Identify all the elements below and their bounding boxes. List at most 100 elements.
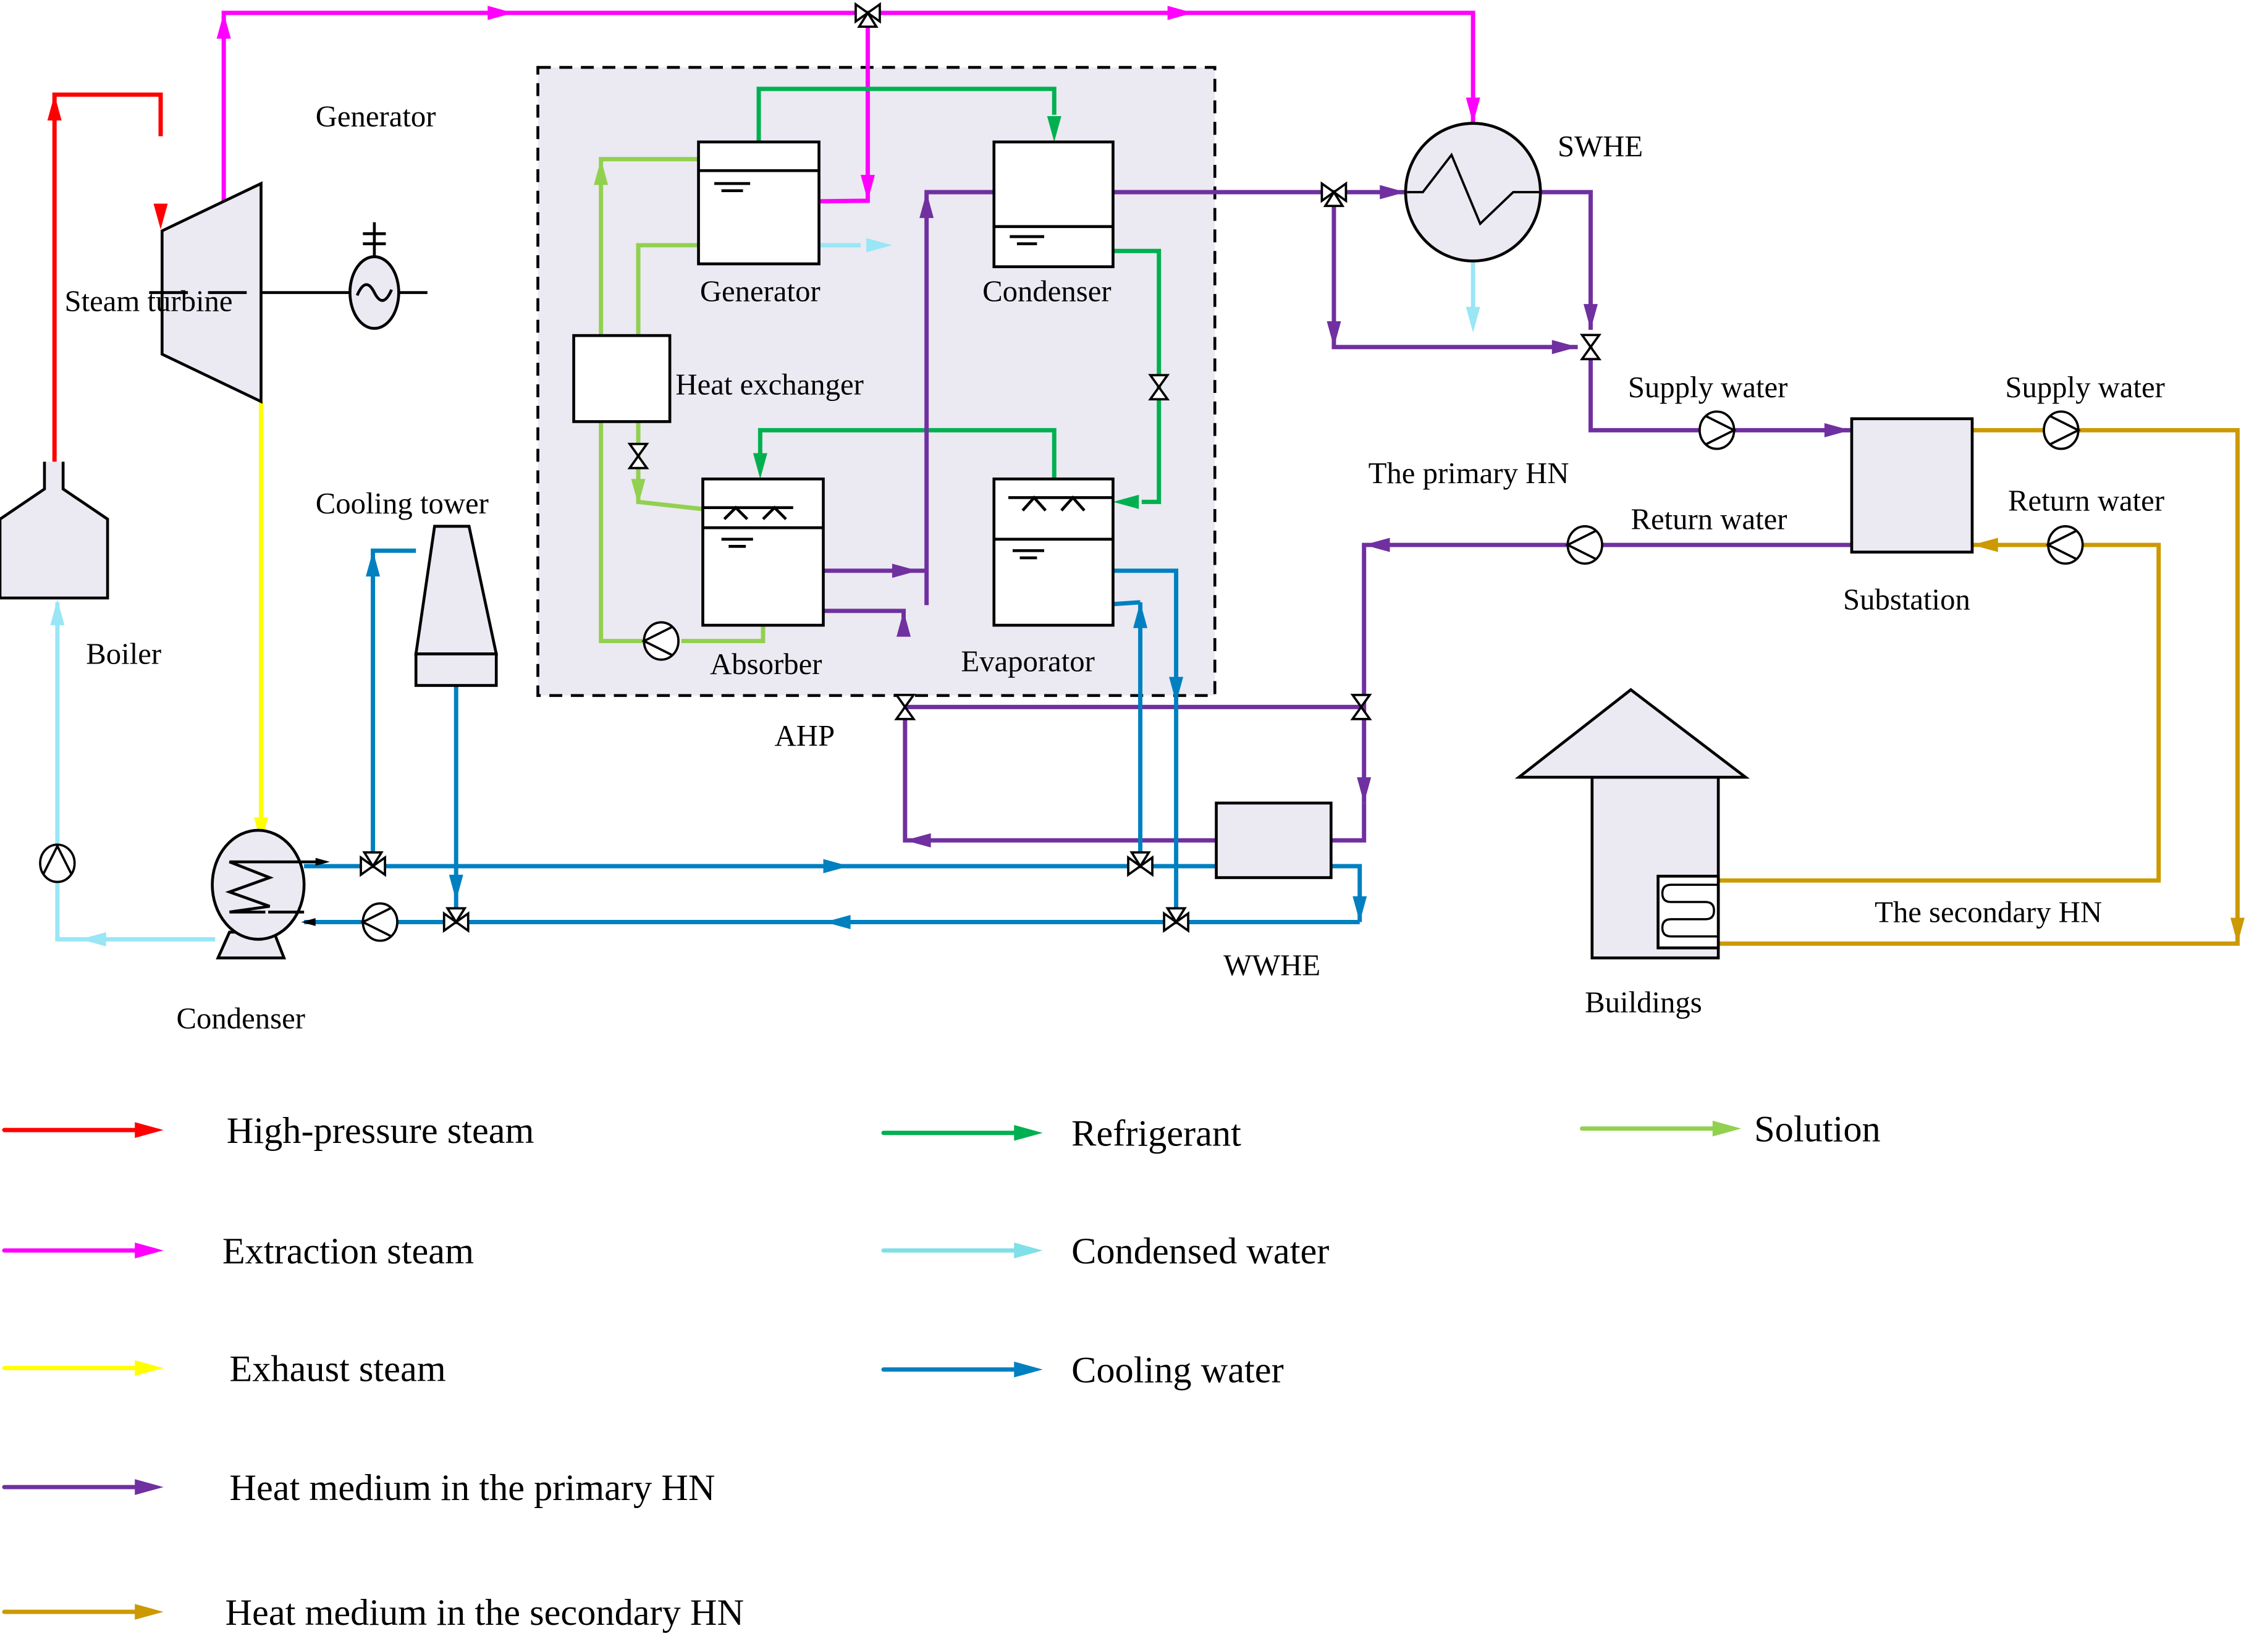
solution-pump-pipe (681, 625, 766, 644)
flow-arrow-icon (905, 833, 931, 848)
legend-item: Condensed water (881, 1231, 1329, 1272)
secondary-supply (1718, 428, 2240, 946)
substation[interactable] (1850, 417, 1974, 554)
plant-condenser-label: Condenser (177, 1001, 305, 1035)
refrigerant-gen-to-cond (756, 86, 1057, 142)
return-water-primary-label: Return water (1631, 503, 1787, 536)
evaporator-return-valve-icon[interactable] (1163, 907, 1189, 933)
flow-arrow-icon (80, 932, 106, 946)
evaporator-supply-valve-icon[interactable] (1127, 851, 1154, 877)
return-water-secondary-label: Return water (2008, 484, 2164, 517)
flow-arrow-icon (153, 203, 168, 230)
flow-arrow-icon (449, 874, 463, 901)
primary-supply (1588, 347, 1850, 432)
refrigerant-throttle-valve-icon[interactable] (1148, 374, 1170, 401)
generator-label: Generator (316, 99, 436, 133)
solution-heat-exchanger[interactable] (572, 334, 672, 423)
swhe-label: SWHE (1558, 130, 1643, 163)
feedwater-pump-icon[interactable] (39, 843, 76, 883)
flow-arrow-icon (1972, 537, 1998, 552)
flow-arrow-icon (487, 6, 514, 20)
fittings (39, 2, 2084, 942)
flow-arrow-icon (1014, 1124, 1043, 1141)
buildings-label: Buildings (1585, 986, 1702, 1019)
ahp-condenser-label: Condenser (982, 274, 1111, 308)
legend-item: Refrigerant (881, 1113, 1241, 1155)
swhe-bypass (1331, 192, 1578, 350)
tower-return-valve-icon[interactable] (442, 907, 470, 933)
flow-arrow-icon (1583, 304, 1598, 330)
cooling-to-tower (304, 548, 416, 869)
ahp-bypass-valve-left-icon[interactable] (894, 693, 916, 720)
cooling-water-pump-icon[interactable] (360, 902, 399, 942)
extraction-three-way-valve-icon[interactable] (854, 2, 881, 28)
absorber[interactable] (701, 477, 825, 627)
flow-arrow-icon (1364, 537, 1390, 552)
legend-item: Cooling water (881, 1350, 1284, 1391)
heat-exchanger-label: Heat exchanger (675, 368, 863, 401)
legend-label: Heat medium in the primary HN (229, 1467, 715, 1509)
flow-arrow-icon (1014, 1242, 1043, 1258)
secondary-return-pump-icon[interactable] (2045, 525, 2084, 565)
evaporator-label: Evaporator (961, 644, 1095, 678)
electric-generator[interactable] (348, 222, 428, 330)
ahp-generator-label: Generator (700, 274, 821, 308)
legend-label: Heat medium in the secondary HN (225, 1592, 744, 1633)
cooling-tower-valve-icon[interactable] (360, 851, 386, 877)
flow-arrow-icon (1014, 1361, 1043, 1378)
ahp-generator[interactable] (697, 140, 821, 266)
buildings[interactable] (1514, 688, 1750, 959)
plant-condenser[interactable] (211, 828, 306, 959)
swhe-out (1540, 190, 1593, 330)
flow-arrow-icon (1551, 340, 1578, 355)
flow-arrow-icon (301, 918, 316, 926)
secondary-hn-label: The secondary HN (1875, 896, 2102, 929)
flow-arrow-icon (135, 1242, 164, 1258)
refrigerant-evap-to-abs (757, 428, 1057, 479)
solution-throttle-valve-icon[interactable] (627, 442, 649, 470)
legend-item: Heat medium in the primary HN (2, 1467, 715, 1509)
flow-arrow-icon (50, 599, 65, 626)
flow-arrow-icon (866, 238, 892, 253)
legend-item: High-pressure steam (2, 1110, 534, 1152)
flow-arrow-icon (753, 453, 767, 479)
legend-label: Solution (1754, 1109, 1881, 1150)
extraction-steam-main-pipe (221, 11, 1475, 201)
flow-arrow-icon (135, 1479, 164, 1495)
flow-arrow-icon (1712, 1121, 1742, 1137)
evaporator[interactable] (992, 477, 1115, 627)
solution-pump-icon[interactable] (641, 621, 680, 661)
swhe[interactable] (1404, 122, 1542, 263)
legend-label: Condensed water (1071, 1231, 1329, 1272)
boiler[interactable] (0, 461, 109, 600)
cooling-tower[interactable] (414, 525, 499, 687)
flow-arrow-icon (594, 159, 609, 185)
primary-supply-pump-icon[interactable] (1698, 410, 1737, 450)
cooling-tower-label: Cooling tower (316, 487, 489, 520)
ahp-bypass-valve-right-icon[interactable] (1350, 693, 1372, 720)
flow-arrow-icon (1113, 494, 1139, 509)
flow-arrow-icon (135, 1122, 164, 1138)
substation-label: Substation (1843, 583, 1970, 617)
ahp-condenser[interactable] (992, 140, 1115, 269)
wwhe[interactable] (1215, 801, 1333, 879)
legend-item: Heat medium in the secondary HN (2, 1592, 744, 1633)
feedwater-pipe (55, 602, 216, 942)
swhe-inlet-three-way-valve-icon[interactable] (1320, 181, 1348, 208)
legend-label: Exhaust steam (229, 1348, 445, 1389)
steam-turbine-label: Steam turbine (64, 285, 232, 318)
flow-arrow-icon (860, 175, 875, 201)
legend-item: Extraction steam (2, 1231, 474, 1272)
steam-turbine[interactable] (149, 181, 350, 404)
flow-arrow-icon (1047, 116, 1061, 142)
secondary-supply-pump-icon[interactable] (2043, 410, 2081, 450)
flow-arrow-icon (1466, 97, 1480, 124)
swhe-outlet-valve-icon[interactable] (1579, 334, 1602, 361)
primary-return-pump-icon[interactable] (1565, 525, 1603, 565)
legend-label: Extraction steam (222, 1231, 474, 1272)
absorber-label: Absorber (710, 647, 822, 681)
legend-label: High-pressure steam (227, 1110, 534, 1152)
flow-arrow-icon (1167, 6, 1194, 20)
